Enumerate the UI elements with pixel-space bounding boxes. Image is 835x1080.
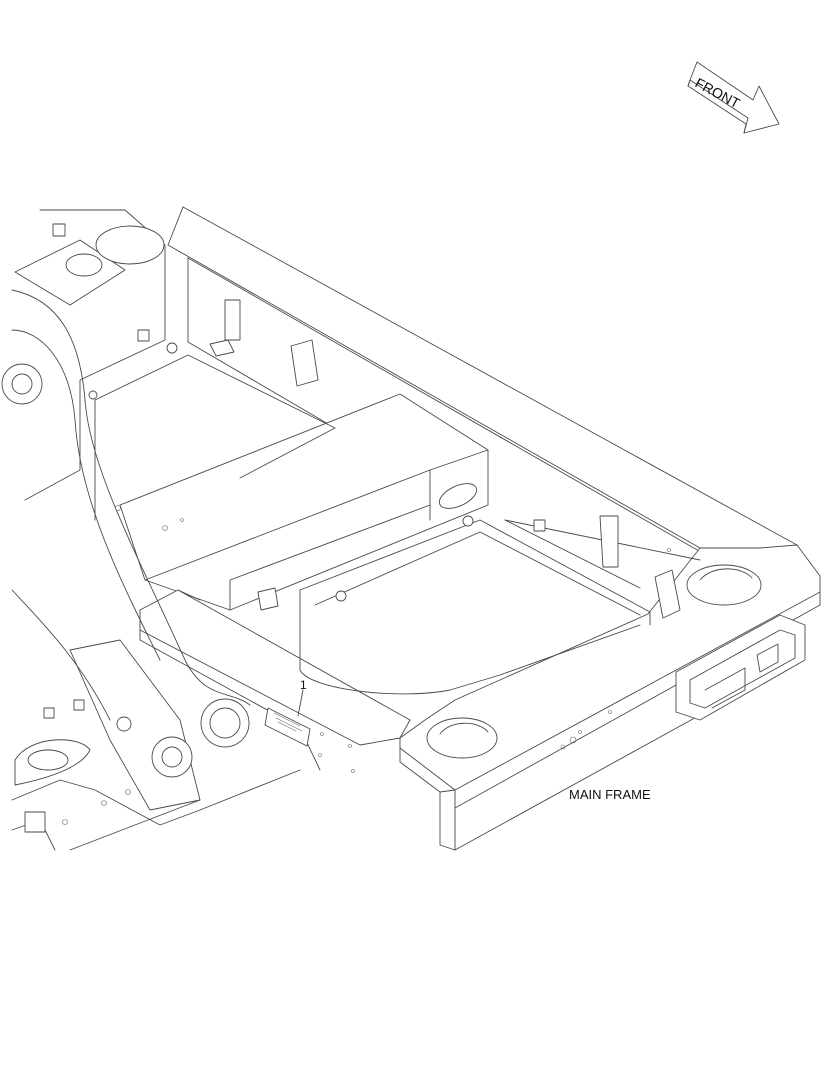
callout-1-number: 1 [300, 678, 307, 692]
decal-label [264, 707, 311, 747]
front-arrow-icon: FRONT [687, 61, 780, 134]
main-frame-body [1, 206, 821, 851]
callout-1: 1 [297, 678, 307, 717]
main-frame-label: MAIN FRAME [569, 787, 651, 802]
